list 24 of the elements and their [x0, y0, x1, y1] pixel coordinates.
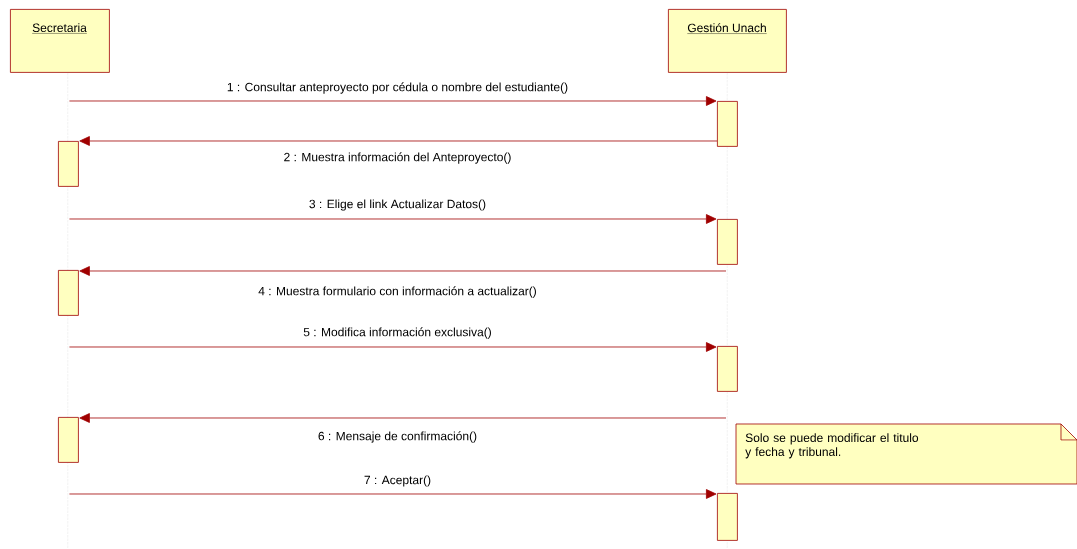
- activation-bar: [58, 417, 79, 463]
- message-arrow: [79, 413, 727, 423]
- message-arrow: [69, 489, 717, 499]
- message-arrow: [79, 136, 718, 146]
- activation-bar: [58, 270, 79, 316]
- message-arrow: [69, 96, 717, 106]
- message-label: 4 : Muestra formulario con información a actualizar(): [258, 286, 536, 298]
- message-label: 2 : Muestra información del Anteproyecto(): [284, 152, 511, 164]
- activation-bar: [717, 346, 738, 392]
- lifeline-header: Secretaria: [10, 9, 110, 73]
- message-label: 3 : Elige el link Actualizar Datos(): [309, 199, 486, 211]
- message-arrow: [69, 214, 717, 224]
- message-label: 5 : Modifica información exclusiva(): [303, 327, 491, 339]
- message-arrow: [79, 266, 727, 276]
- activation-bar: [717, 101, 738, 147]
- activation-bar: [717, 219, 738, 265]
- message-label: 7 : Aceptar(): [364, 475, 431, 487]
- activation-bar: [58, 141, 79, 187]
- lifeline-header: Gestión Unach: [668, 9, 787, 73]
- message-arrow: [69, 342, 717, 352]
- note: Solo se puede modificar el titulo y fecha y tribunal.: [735, 423, 1077, 485]
- message-label: 1 : Consultar anteproyecto por cédula o nombre del estudiante(): [227, 82, 568, 94]
- message-label: 6 : Mensaje de confirmación(): [318, 431, 477, 443]
- activation-bar: [717, 493, 738, 541]
